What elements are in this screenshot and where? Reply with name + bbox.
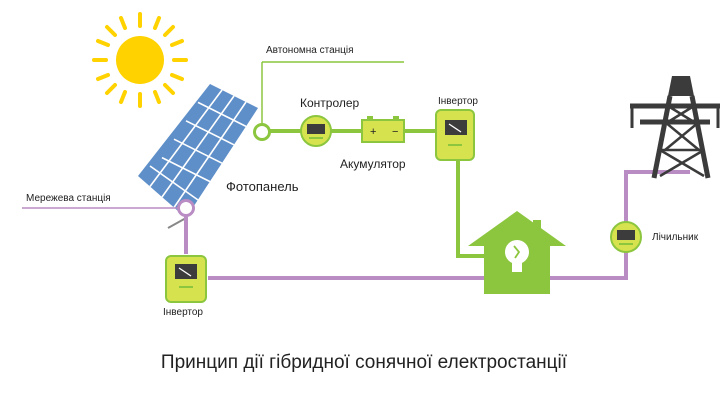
battery-icon: + − — [361, 116, 405, 143]
house-icon — [468, 211, 566, 294]
meter-icon — [610, 221, 642, 253]
solar-panel-icon — [138, 84, 258, 229]
power-pylon-icon — [630, 76, 720, 179]
lightbulb-icon — [505, 240, 529, 272]
diagram-caption: Принцип дії гібридної сонячної електрост… — [160, 352, 568, 373]
autonomous-station-label: Автономна станція — [266, 45, 354, 56]
controller-label: Контролер — [300, 96, 360, 110]
battery-plus: + — [370, 126, 376, 138]
controller-icon — [300, 115, 332, 147]
sun-icon — [92, 12, 188, 108]
battery-label: Акумулятор — [340, 157, 406, 171]
solar-panel-label: Фотопанель — [226, 179, 299, 194]
meter-label: Лічильник — [652, 232, 699, 243]
panel-connection-node-purple — [177, 199, 195, 217]
inverter-top-label: Інвертор — [438, 96, 478, 107]
panel-connection-node-green — [253, 123, 271, 141]
battery-minus: − — [392, 126, 398, 138]
grid-station-label: Мережева станція — [26, 193, 111, 204]
inverter-bottom-icon — [165, 255, 207, 303]
green-wiring — [270, 129, 484, 258]
inverter-bottom-label: Інвертор — [163, 307, 203, 318]
inverter-top-icon — [435, 109, 475, 161]
